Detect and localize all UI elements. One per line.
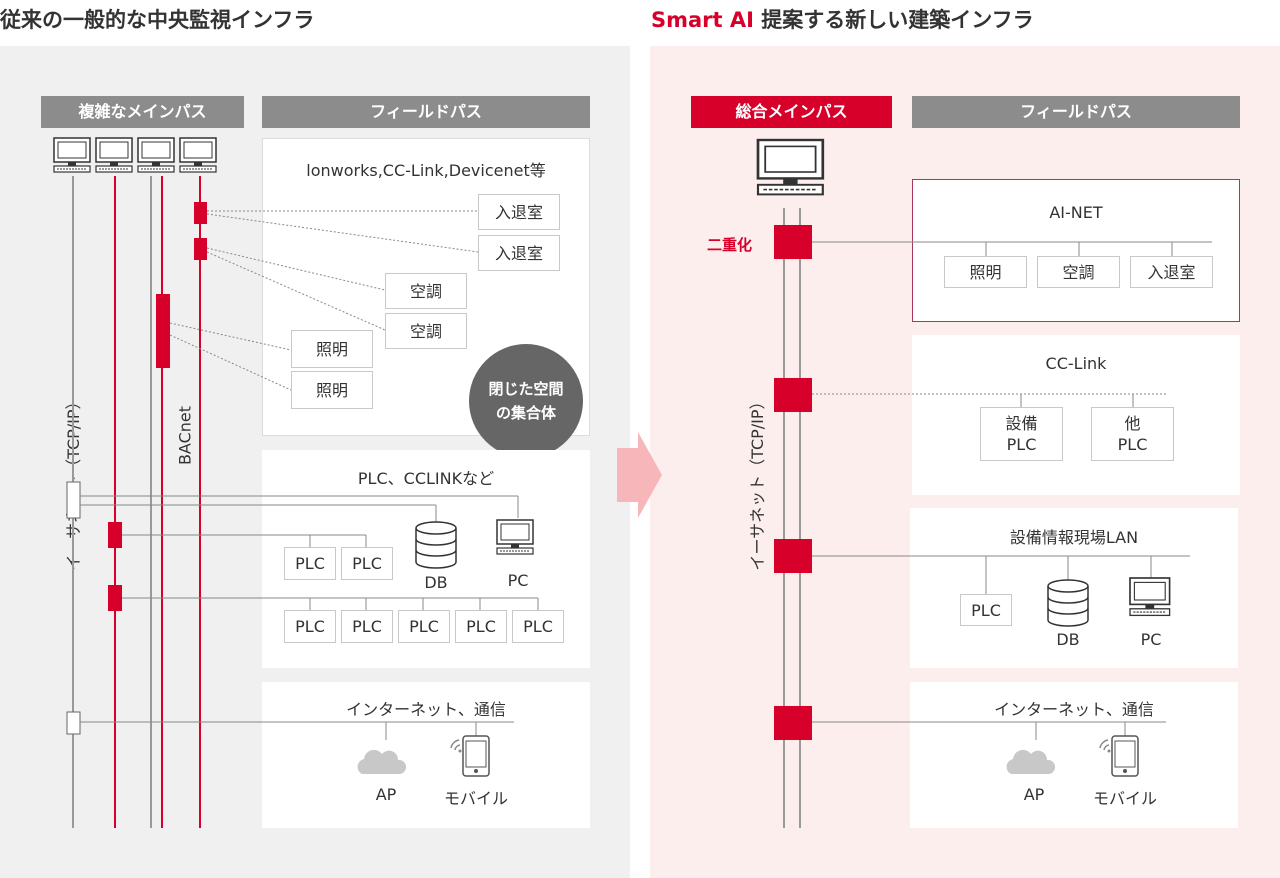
lan-pc-label: PC bbox=[1140, 630, 1162, 649]
db-label: DB bbox=[424, 573, 448, 592]
right-main-path-header: 総合メインパス bbox=[691, 96, 892, 128]
aircon-box-2: 空調 bbox=[385, 313, 467, 349]
left-ap-label: AP bbox=[375, 785, 397, 804]
right-title-rest: 提案する新しい建築インフラ bbox=[753, 8, 1034, 32]
cclink-equipment-plc-box: 設備 PLC bbox=[980, 407, 1063, 461]
cclink-title: CC-Link bbox=[1045, 354, 1107, 373]
left-plc-connector-lines bbox=[80, 495, 539, 740]
lan-plc-box: PLC bbox=[960, 594, 1012, 626]
lighting-box-1: 照明 bbox=[291, 330, 373, 368]
cclink-equipment-line-2: PLC bbox=[1006, 435, 1037, 454]
cclink-other-plc-box: 他 PLC bbox=[1091, 407, 1174, 461]
pc-label: PC bbox=[507, 571, 529, 590]
right-mobile-label: モバイル bbox=[1092, 789, 1157, 808]
ainet-title: AI-NET bbox=[1049, 203, 1103, 222]
plc-box-r2-1: PLC bbox=[284, 610, 336, 643]
left-mobile-icon bbox=[450, 735, 490, 777]
closed-space-line-2: の集合体 bbox=[495, 404, 556, 422]
right-db-icon bbox=[1047, 579, 1089, 627]
right-title-accent: Smart AI bbox=[651, 8, 754, 32]
left-computer-icon-3 bbox=[137, 137, 175, 173]
left-pc-icon bbox=[496, 519, 534, 555]
transition-arrow-icon bbox=[617, 432, 662, 518]
left-main-path-header: 複雑なメインパス bbox=[41, 96, 244, 128]
right-computer-icon bbox=[756, 138, 825, 196]
entry-room-box-1: 入退室 bbox=[478, 194, 560, 230]
left-connector-block-5 bbox=[108, 585, 122, 611]
right-connector-block-2 bbox=[774, 378, 812, 412]
plc-panel-title: PLC、CCLINKなど bbox=[357, 469, 495, 488]
left-connector-block-3 bbox=[156, 294, 170, 368]
right-mobile-icon bbox=[1099, 735, 1139, 777]
cclink-other-line-2: PLC bbox=[1117, 435, 1148, 454]
ainet-aircon-box: 空調 bbox=[1037, 256, 1120, 288]
plc-box-r1-1: PLC bbox=[284, 547, 336, 580]
left-dotted-connectors bbox=[169, 210, 479, 391]
left-connector-block-4 bbox=[108, 522, 122, 548]
plc-box-r2-3: PLC bbox=[398, 610, 450, 643]
right-title: Smart AI 提案する新しい建築インフラ bbox=[651, 4, 1034, 34]
left-field-path-header: フィールドパス bbox=[262, 96, 590, 128]
left-db-icon bbox=[415, 521, 457, 569]
cclink-panel bbox=[912, 335, 1240, 495]
entry-room-box-2: 入退室 bbox=[478, 235, 560, 271]
left-computer-icon-1 bbox=[53, 137, 91, 173]
right-ap-label: AP bbox=[1023, 785, 1045, 804]
closed-space-circle: 閉じた空間 の集合体 bbox=[469, 344, 583, 458]
closed-space-line-1: 閉じた空間 bbox=[488, 380, 564, 398]
redundancy-label: 二重化 bbox=[707, 236, 753, 254]
lighting-box-2: 照明 bbox=[291, 371, 373, 409]
right-connector-block-1 bbox=[774, 225, 812, 259]
ainet-entry-box: 入退室 bbox=[1130, 256, 1213, 288]
left-net-title: インターネット、通信 bbox=[346, 700, 506, 719]
right-connector-block-4 bbox=[774, 706, 812, 740]
right-net-panel bbox=[910, 682, 1238, 828]
plc-box-r2-5: PLC bbox=[512, 610, 564, 643]
left-computer-icon-2 bbox=[95, 137, 133, 173]
ainet-lighting-box: 照明 bbox=[944, 256, 1027, 288]
lan-db-label: DB bbox=[1056, 630, 1080, 649]
left-connector-block-1 bbox=[194, 202, 207, 224]
plc-box-r2-2: PLC bbox=[341, 610, 393, 643]
left-ethernet-connector-2 bbox=[66, 711, 81, 735]
right-field-path-header: フィールドパス bbox=[912, 96, 1240, 128]
right-connector-block-3 bbox=[774, 539, 812, 573]
plc-box-r1-2: PLC bbox=[341, 547, 393, 580]
ainet-panel bbox=[912, 179, 1240, 322]
right-pc-icon bbox=[1129, 577, 1171, 617]
right-cloud-icon bbox=[1006, 749, 1056, 774]
plc-box-r2-4: PLC bbox=[455, 610, 507, 643]
left-mobile-label: モバイル bbox=[443, 789, 508, 808]
left-cloud-icon bbox=[357, 749, 407, 774]
cclink-equipment-line-1: 設備 bbox=[1005, 414, 1038, 433]
left-net-panel bbox=[262, 682, 590, 828]
left-ethernet-connector-1 bbox=[66, 481, 81, 519]
left-connector-block-2 bbox=[194, 238, 207, 260]
left-computer-icon-4 bbox=[179, 137, 217, 173]
right-connector-lines bbox=[812, 241, 1212, 740]
right-net-title: インターネット、通信 bbox=[994, 700, 1154, 719]
protocols-label: lonworks,CC-Link,Devicenet等 bbox=[306, 161, 546, 180]
left-title: 従来の一般的な中央監視インフラ bbox=[0, 8, 315, 32]
cclink-other-line-1: 他 bbox=[1124, 414, 1141, 433]
aircon-box-1: 空調 bbox=[385, 273, 467, 309]
lan-title: 設備情報現場LAN bbox=[1009, 528, 1139, 547]
